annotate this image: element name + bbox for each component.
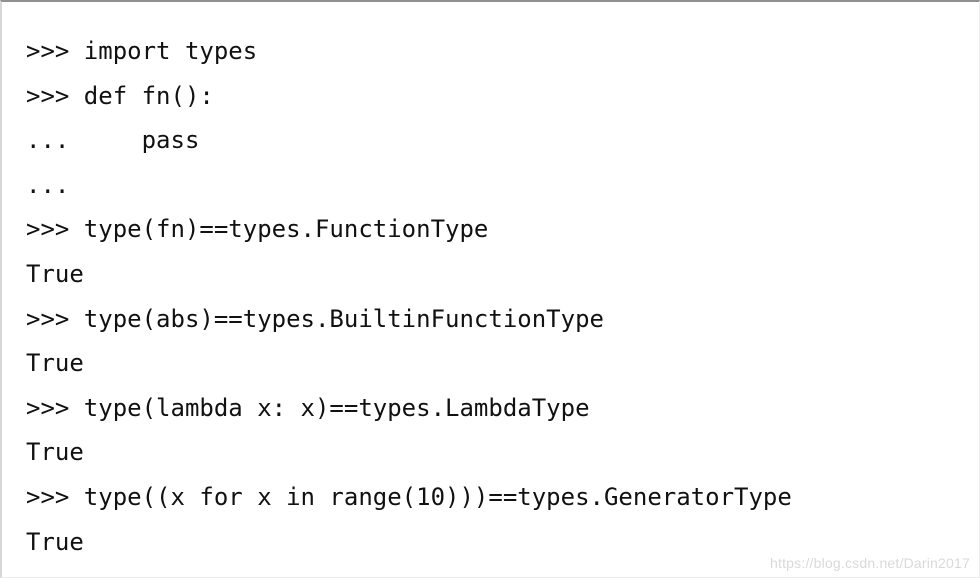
code-line-3: ... pass [26,126,200,155]
code-line-1: >>> import types [26,37,258,65]
code-line-10: True [26,438,84,467]
python-repl-code-block: >>> import types >>> def fn(): ... pass … [26,29,792,564]
code-line-2: >>> def fn(): [26,81,214,110]
code-line-11: >>> type((x for x in range(10)))==types.… [26,482,792,511]
code-line-5: >>> type(fn)==types.FunctionType [26,215,489,244]
code-line-9: >>> type(lambda x: x)==types.LambdaType [26,393,590,422]
source-watermark: https://blog.csdn.net/Darin2017 [770,555,970,571]
code-line-7: >>> type(abs)==types.BuiltinFunctionType [26,304,604,333]
code-line-4: ... [26,170,70,199]
code-line-6: True [26,259,84,288]
code-line-8: True [26,349,84,378]
code-line-12: True [26,527,84,556]
